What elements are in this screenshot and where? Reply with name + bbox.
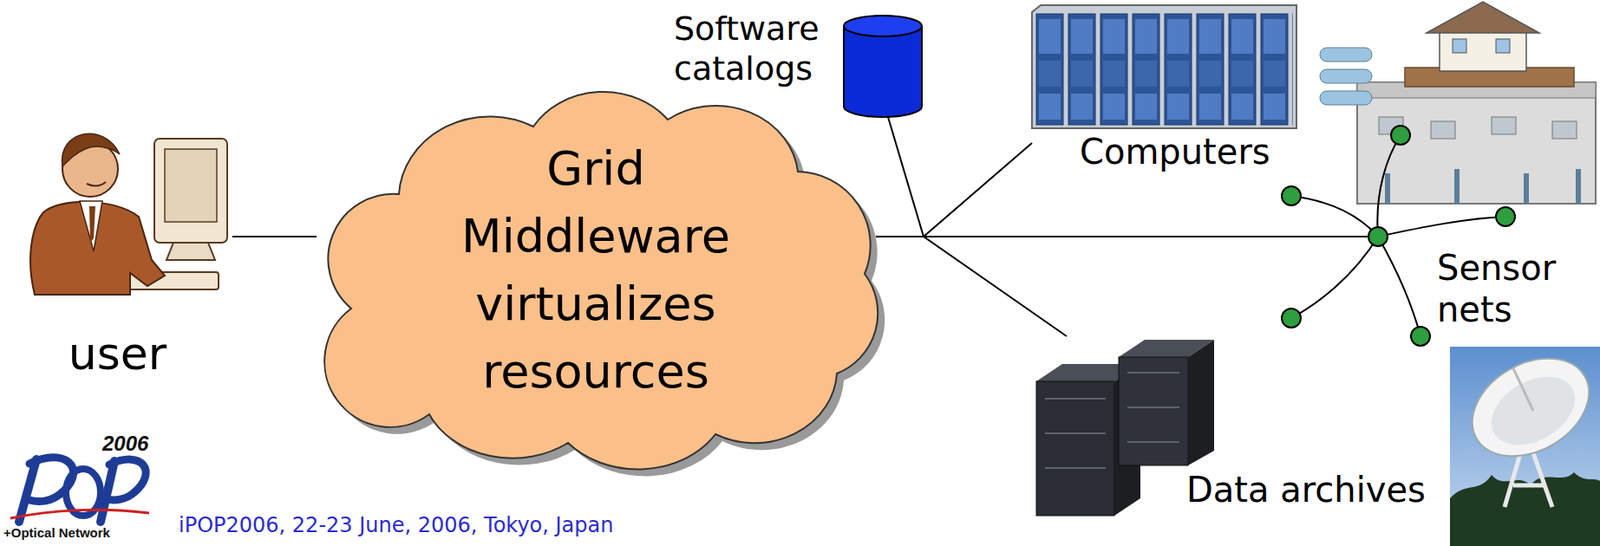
node-label: Grid Middleware virtualizes resources <box>413 135 778 406</box>
middleware-cloud: Grid Middleware virtualizes resources <box>316 91 876 450</box>
sensor-plant-part <box>1491 117 1516 135</box>
connector-line <box>875 236 1067 337</box>
database-cylinder <box>843 15 922 118</box>
sensor-plant-part <box>1495 39 1510 53</box>
server-cabinets-part <box>1188 339 1215 466</box>
cloud-outline <box>324 91 878 471</box>
conference-logo-part <box>107 459 146 501</box>
radio-telescope <box>1449 339 1600 546</box>
node-label: Computers <box>1079 131 1271 173</box>
sensor-net-part <box>1281 186 1301 206</box>
sensor-plant-part <box>1387 169 1579 204</box>
sensor-plant <box>1319 1 1596 204</box>
user-node: user <box>5 95 233 386</box>
radio-telescope-part <box>1513 368 1534 412</box>
server-cabinets-part <box>1036 381 1115 516</box>
connector-line <box>875 235 1284 238</box>
sensor-net-part <box>1391 125 1411 145</box>
user-figure <box>30 133 228 295</box>
sensor-net-part <box>1377 135 1401 237</box>
server-cabinets-part <box>1044 372 1180 469</box>
computers-node: Computers <box>1031 5 1297 176</box>
radio-telescope-part <box>1479 363 1587 460</box>
conference-logo-part <box>19 459 37 523</box>
database-cylinder-part <box>843 15 922 37</box>
sensor-node: Sensor nets <box>1283 121 1587 339</box>
sensor-net-part <box>1377 236 1421 337</box>
conference-logo-part <box>100 461 115 523</box>
node-label: user <box>5 327 230 380</box>
sensor-plant-part <box>1319 91 1372 105</box>
sensor-plant-part <box>1452 39 1467 53</box>
computer-racks-part <box>1034 10 1294 129</box>
sensor-plant-part <box>1552 121 1577 139</box>
sensor-net-part <box>1377 216 1506 237</box>
user-figure-part <box>30 202 165 295</box>
sensor-plant-part <box>1319 69 1372 84</box>
logo-year: 2006 <box>102 431 149 457</box>
user-figure-part <box>154 138 228 243</box>
sensor-plant-part <box>1430 121 1456 139</box>
user-figure-part <box>89 206 96 243</box>
footer-text: iPOP2006, 22-23 June, 2006, Tokyo, Japan <box>178 513 614 539</box>
user-figure-part <box>62 133 120 167</box>
sensor-net-part <box>1291 236 1378 319</box>
sensor-net-part <box>1368 227 1388 247</box>
sensor-plant-part <box>1426 1 1540 33</box>
conference-logo <box>10 457 150 523</box>
node-label: Data archives <box>1183 470 1429 511</box>
sensor-net-part <box>1495 207 1516 227</box>
user-figure-part <box>164 149 217 223</box>
connector-line <box>875 143 1032 237</box>
conference-logo-part <box>10 509 150 519</box>
radio-telescope-part <box>1455 339 1600 477</box>
computer-racks <box>1031 5 1297 129</box>
sensor-net-part <box>1281 308 1301 328</box>
user-figure-part <box>86 182 106 187</box>
connector-line <box>875 117 924 237</box>
catalog-node: Software catalogs <box>673 6 924 118</box>
sensor-plant-part <box>1319 47 1372 62</box>
logo-subtitle: +Optical Network <box>3 525 111 542</box>
user-figure-part <box>166 242 216 261</box>
sensor-plant-part <box>1439 27 1527 72</box>
node-label: Software catalogs <box>673 8 848 89</box>
node-label: Sensor nets <box>1436 247 1576 331</box>
sensor-plant-part <box>1357 82 1596 204</box>
sensor-net-part <box>1291 195 1378 237</box>
connector-line <box>232 235 317 238</box>
database-cylinder-part <box>843 26 922 118</box>
user-figure-part <box>79 201 103 252</box>
computer-racks-part <box>1031 5 1297 129</box>
sensor-net-part <box>1283 235 1378 238</box>
sensor-net-part <box>1410 326 1431 347</box>
archive-node: Data archives <box>1031 336 1452 521</box>
